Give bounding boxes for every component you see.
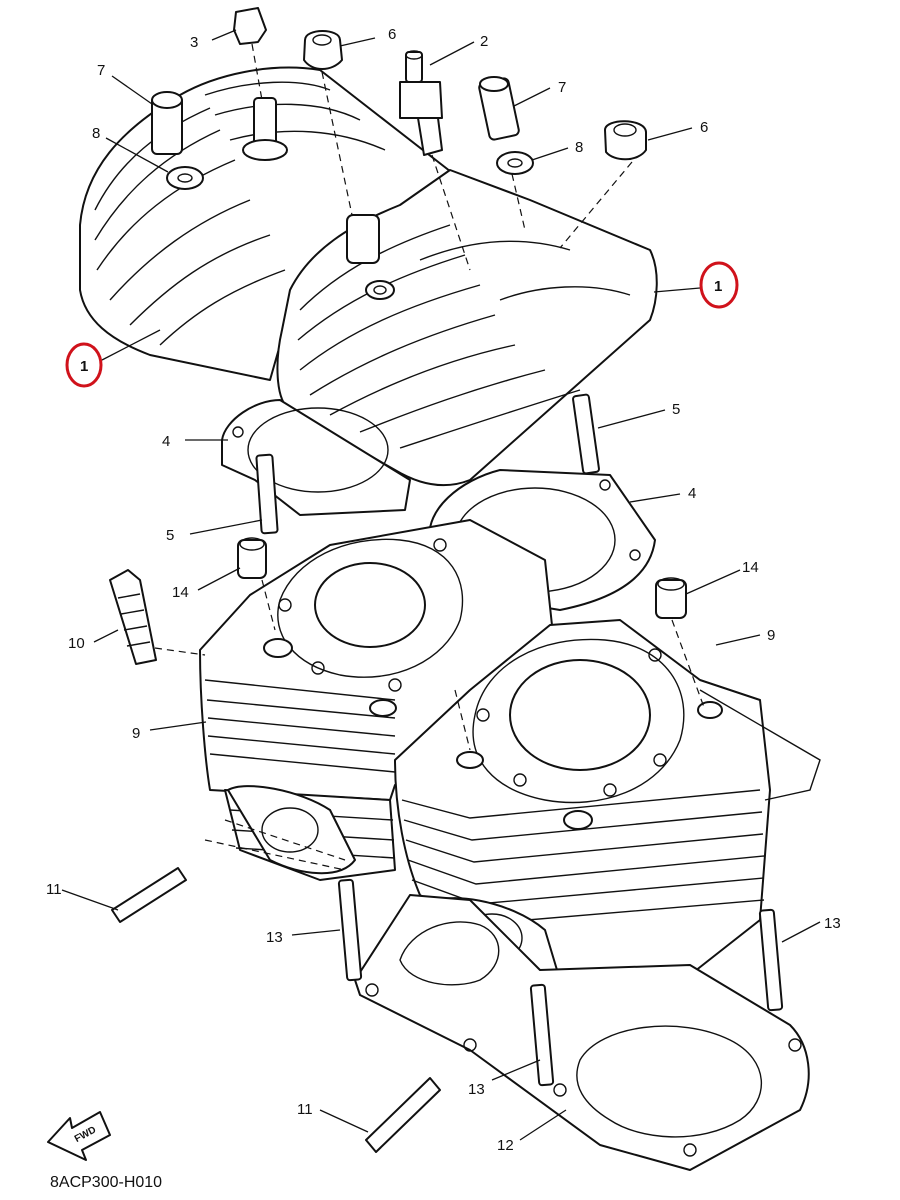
callout-6-left: 6 [388, 26, 396, 43]
studs-part-11 [111, 867, 441, 1153]
highlight-circle-left [65, 342, 103, 388]
callout-9-left: 9 [132, 725, 140, 742]
callout-13-left: 13 [266, 929, 283, 946]
callout-1-right: 1 [714, 278, 722, 295]
callout-8-right: 8 [575, 139, 583, 156]
highlight-circle-right [699, 261, 739, 309]
part-10-strip [109, 569, 157, 665]
callout-3: 3 [190, 34, 198, 51]
callout-11-lower: 11 [297, 1101, 313, 1118]
callout-13-lower: 13 [468, 1081, 485, 1098]
callout-12: 12 [497, 1137, 514, 1154]
fwd-arrow-icon: FWD [47, 1111, 111, 1161]
callout-9-right: 9 [767, 627, 775, 644]
head-hardware [151, 7, 647, 271]
callout-14-left: 14 [172, 584, 189, 601]
callout-7-right: 7 [558, 79, 566, 96]
callout-4-left: 4 [162, 433, 170, 450]
callout-2: 2 [480, 33, 488, 50]
callout-14-right: 14 [742, 559, 759, 576]
studs-part-5 [255, 393, 600, 535]
highlight-circles [65, 261, 739, 388]
callout-1-left: 1 [80, 358, 88, 375]
callout-11-upper: 11 [46, 881, 62, 898]
callout-6-right: 6 [700, 119, 708, 136]
diagram-code: 8ACP300-H010 [50, 1174, 162, 1191]
part-3-shape [233, 7, 267, 45]
base-gasket [354, 894, 810, 1171]
cylinder-head-right [276, 169, 658, 487]
callout-13-right: 13 [824, 915, 841, 932]
callout-7-left: 7 [97, 62, 105, 79]
studs-part-13 [337, 878, 784, 1087]
callout-5-left: 5 [166, 527, 174, 544]
callout-8-left: 8 [92, 125, 100, 142]
callout-5-right: 5 [672, 401, 680, 418]
alignment-dashes [154, 579, 706, 871]
callout-leaders [61, 29, 821, 1141]
callout-labels: 3 2 6 6 7 7 8 8 1 1 4 4 5 5 14 14 10 9 9… [46, 26, 841, 1154]
callout-4-right: 4 [688, 485, 696, 502]
callout-10: 10 [68, 635, 85, 652]
